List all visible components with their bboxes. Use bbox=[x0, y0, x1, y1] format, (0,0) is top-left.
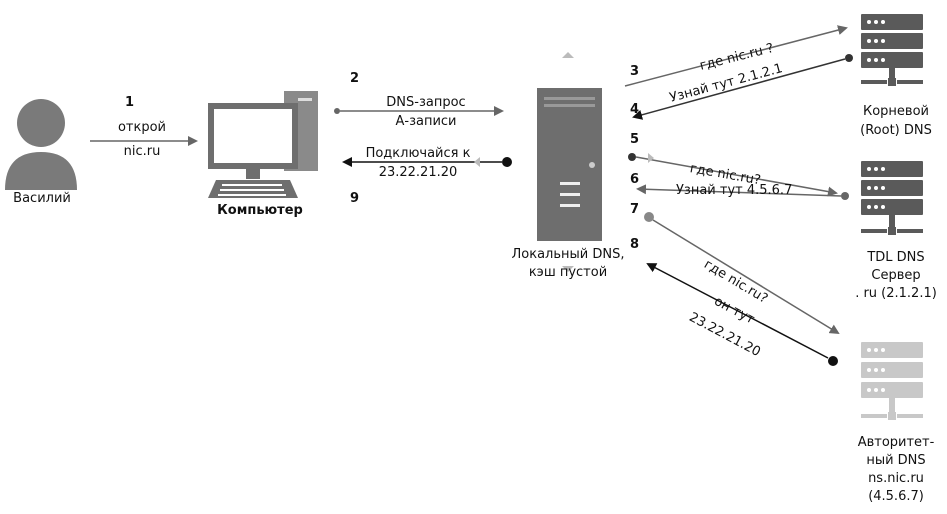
local-dns-server-icon bbox=[537, 88, 602, 241]
step6-number: 6 bbox=[630, 172, 640, 187]
step9-ghost-icon bbox=[474, 157, 480, 167]
auth-dns-label-line2: ный DNS bbox=[866, 453, 926, 468]
tld-dns-label-line3: . ru (2.1.2.1) bbox=[855, 286, 937, 301]
step6-start-dot bbox=[841, 192, 849, 200]
tld-dns-server-icon bbox=[861, 161, 923, 235]
local-dns-label-line1: Локальный DNS, bbox=[511, 247, 625, 262]
step1-label-line1: открой bbox=[117, 120, 167, 135]
user-person-icon bbox=[5, 99, 77, 190]
step2-start-dot bbox=[334, 108, 340, 114]
step5-arrow bbox=[635, 156, 838, 197]
authoritative-dns-server-icon bbox=[861, 342, 923, 420]
auth-dns-label-line3: ns.nic.ru bbox=[868, 471, 924, 486]
step7-arrow bbox=[652, 219, 840, 335]
step9-number: 9 bbox=[350, 191, 360, 206]
local-dns-label-line2: кэш пустой bbox=[528, 265, 608, 280]
auth-dns-label-line4: (4.5.6.7) bbox=[868, 489, 924, 504]
step2-number: 2 bbox=[350, 71, 360, 86]
computer-label: Компьютер bbox=[217, 203, 303, 218]
step6-label: Узнай тут 4.5.6.7 bbox=[676, 183, 793, 198]
computer-icon bbox=[208, 91, 318, 198]
step5-start-dot bbox=[628, 153, 636, 161]
step9-label-line1: Подключайся к bbox=[365, 146, 471, 161]
step5-number: 5 bbox=[630, 132, 640, 147]
step5-ghost-icon bbox=[648, 153, 654, 163]
step9-start-dot bbox=[502, 157, 512, 167]
step1-label-line2: nic.ru bbox=[123, 144, 161, 159]
auth-dns-label-line1: Авторитет- bbox=[857, 435, 935, 450]
root-dns-label-line2: (Root) DNS bbox=[860, 123, 932, 138]
step6-arrow bbox=[636, 184, 842, 197]
tld-dns-label-line1: TDL DNS bbox=[867, 250, 925, 265]
step4-start-dot bbox=[845, 54, 853, 62]
tld-dns-label-line2: Сервер bbox=[871, 268, 921, 283]
step7-number: 7 bbox=[630, 202, 640, 217]
step1-number: 1 bbox=[125, 95, 135, 110]
step8-start-dot bbox=[828, 356, 838, 366]
root-dns-label-line1: Корневой bbox=[863, 104, 929, 119]
step8-arrow bbox=[646, 263, 829, 359]
step7-start-dot bbox=[644, 212, 654, 222]
step8-number: 8 bbox=[630, 237, 640, 252]
step4-number: 4 bbox=[630, 102, 640, 117]
up-indicator-icon bbox=[562, 52, 574, 58]
step3-number: 3 bbox=[630, 64, 640, 79]
step3-arrow bbox=[624, 25, 848, 87]
step9-label-line2: 23.22.21.20 bbox=[378, 165, 458, 180]
step2-label-line2: А-записи bbox=[395, 114, 457, 129]
user-name-label: Василий bbox=[13, 191, 71, 206]
step2-label-line1: DNS-запрос bbox=[386, 95, 466, 110]
step4-arrow bbox=[632, 58, 846, 120]
root-dns-server-icon bbox=[861, 14, 923, 86]
down-indicator-icon bbox=[562, 266, 574, 272]
